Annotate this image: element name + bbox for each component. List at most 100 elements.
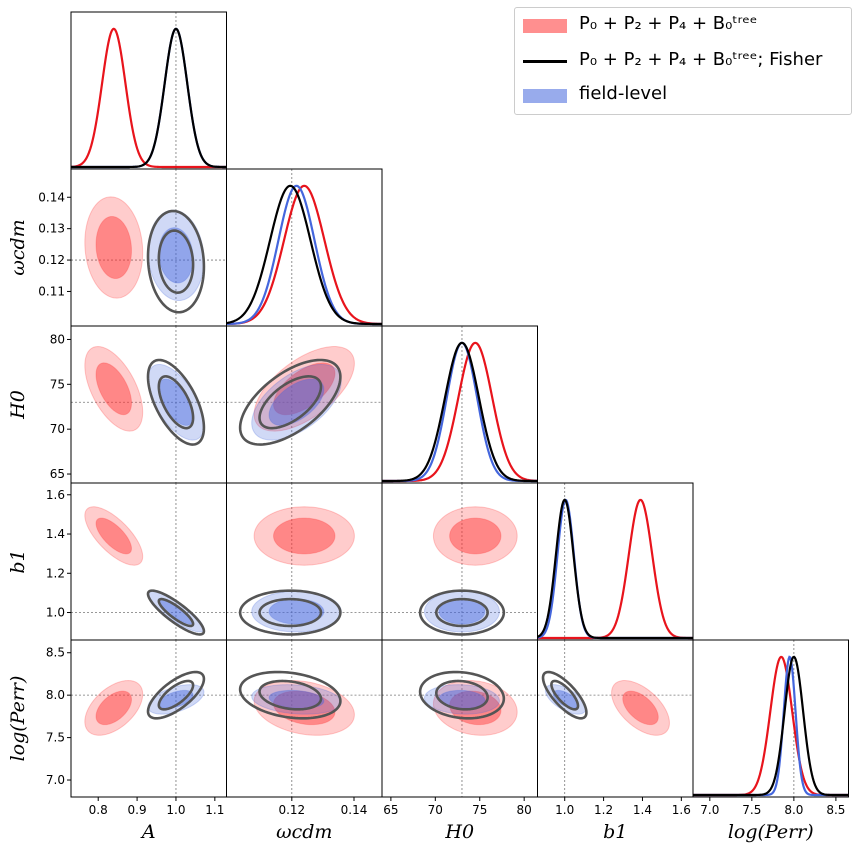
marginal-pppbtreefisher [693,655,849,797]
panel-A-H0 [71,326,227,483]
panel-H0-b1 [382,483,538,640]
x-axis-label: b1 [603,821,627,843]
panel-A [71,12,227,169]
red-contour-2sigma [84,506,144,566]
legend-label: P₀ + P₂ + P₄ + B₀ᵗʳᵉᵉ [579,13,758,34]
red-contour-1sigma [95,362,132,416]
y-tick-label: 7.5 [46,731,65,745]
y-tick-label: 1.0 [46,606,65,620]
panel-omega_cdm-b1 [226,483,382,640]
red-contour-2sigma [84,346,144,432]
x-tick-label: 1.0 [166,803,185,817]
y-tick-label: 8.5 [46,646,65,660]
x-tick-label: 65 [383,803,398,817]
fisher-contour-2sigma [146,670,206,720]
x-tick-label: 7.5 [742,803,761,817]
fisher-contour-1sigma [435,679,489,711]
x-tick-label: 1.1 [205,803,224,817]
marginal-pppbtreefisher [537,498,693,640]
blue-contour-2sigma [544,684,587,715]
y-tick-label: 0.12 [38,253,65,267]
legend-label: P₀ + P₂ + P₄ + B₀ᵗʳᵉᵉ; Fisher [579,49,823,70]
red-contour-2sigma [253,506,355,566]
x-tick-label: 1.4 [633,803,652,817]
x-tick-label: 7.0 [700,803,719,817]
y-tick-label: 65 [50,467,65,481]
fisher-contour-1sigma [435,597,489,628]
red-contour-1sigma [95,215,132,280]
y-tick-label: 75 [50,377,65,391]
fisher-contour-2sigma [418,670,506,720]
blue-contour-2sigma [251,363,342,441]
legend-entry-fisher: P₀ + P₂ + P₄ + B₀ᵗʳᵉᵉ; Fisher [515,46,851,78]
y-tick-label: 8.0 [46,688,65,702]
panel-frame [381,325,538,484]
fisher-contour-2sigma [146,589,206,636]
panel-H0 [382,326,538,483]
y-tick-label: 0.13 [38,222,65,236]
legend-label: field-level [579,83,668,104]
panel-A-logPerr [71,640,227,797]
legend-entry-pk-bispectrum: P₀ + P₂ + P₄ + B₀ᵗʳᵉᵉ [515,10,851,42]
fisher-contour-1sigma [157,597,195,628]
x-tick-label: 0.8 [89,803,108,817]
fisher-contour-1sigma [157,375,195,430]
x-tick-label: 0.14 [341,803,368,817]
panel-A-b1 [71,483,227,640]
red-contour-1sigma [95,517,132,555]
fisher-contour-1sigma [258,597,323,628]
legend: P₀ + P₂ + P₄ + B₀ᵗʳᵉᵉ P₀ + P₂ + P₄ + B₀ᵗ… [514,7,852,115]
x-axis-label: A [140,821,156,843]
x-tick-label: 75 [472,803,487,817]
fisher-contour-1sigma [157,229,195,294]
x-tick-label: 0.12 [278,803,305,817]
panel-b1 [537,483,693,640]
fisher-contour-1sigma [550,679,580,711]
red-contour-1sigma [449,517,502,555]
x-tick-label: 0.9 [128,803,147,817]
red-contour-2sigma [611,680,670,736]
panel-frame [70,11,227,170]
fisher-contour-2sigma [238,589,342,636]
panel-H0-logPerr [382,640,538,797]
y-tick-label: 0.14 [38,190,65,204]
panel-frame [537,482,694,641]
y-tick-label: 70 [50,422,65,436]
marginal-pppbtree [71,27,227,169]
panel-omega_cdm-H0 [226,326,382,483]
x-axis-label: log(Perr) [728,821,814,843]
marginal-fieldlevel [693,655,849,797]
y-tick-label: 7.0 [46,773,65,787]
fisher-contour-2sigma [146,358,206,446]
x-tick-label: 8.0 [784,803,803,817]
red-contour-2sigma [432,506,518,566]
red-contour-1sigma [95,690,132,726]
panel-b1-logPerr [537,640,693,797]
marginal-pppbtreefisher [382,341,538,483]
panel-frame [692,639,849,798]
panel-omega_cdm-logPerr [226,640,382,797]
red-contour-1sigma [622,690,659,726]
marginal-pppbtree [537,498,693,640]
y-axis-label: b1 [7,549,29,573]
panel-logPerr [693,640,849,797]
x-tick-label: 1.0 [555,803,574,817]
fisher-contour-1sigma [258,679,323,711]
marginal-pppbtree [693,655,849,797]
panel-A-omega_cdm [71,169,227,326]
blue-contour-1sigma [268,378,325,426]
x-tick-label: 1.2 [594,803,613,817]
panel-frame [226,168,383,327]
x-tick-label: 1.6 [672,803,691,817]
panel-frame [537,639,694,798]
red-contour-2sigma [84,196,144,299]
panel-omega_cdm [226,169,382,326]
marginal-pppbtree [382,341,538,483]
red-contour-1sigma [273,517,336,555]
x-axis-label: ωcdm [276,821,332,843]
y-axis-label: ωcdm [7,219,29,275]
marginal-fieldlevel [71,27,227,169]
y-tick-label: 1.2 [46,566,65,580]
legend-entry-field-level: field-level [515,80,851,112]
